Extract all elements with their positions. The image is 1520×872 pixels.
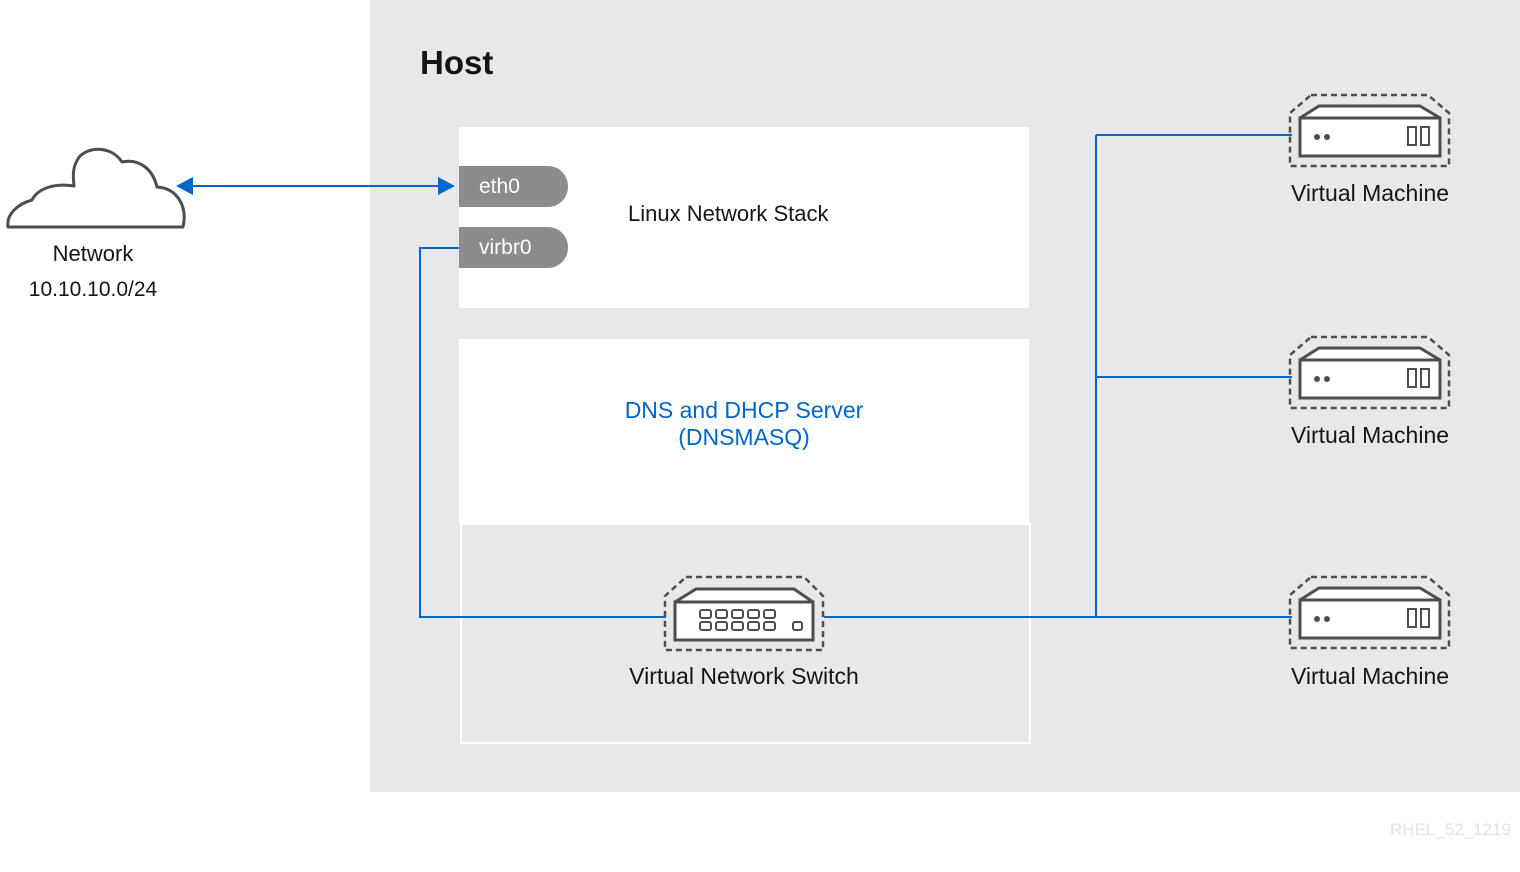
server-icon xyxy=(1288,575,1451,650)
virbr0-switch-link xyxy=(419,247,666,618)
virtual-switch-label: Virtual Network Switch xyxy=(629,663,859,689)
vm-label: Virtual Machine xyxy=(1290,422,1450,448)
arrowhead-left xyxy=(176,177,193,195)
host-title: Host xyxy=(420,44,494,81)
network-cidr: 10.10.10.0/24 xyxy=(28,278,158,301)
dns-dhcp-server-box xyxy=(459,339,1029,523)
cloud-icon xyxy=(6,147,186,229)
dns-dhcp-title: DNS and DHCP Server xyxy=(624,397,864,423)
linux-network-stack-label: Linux Network Stack xyxy=(628,201,829,226)
linux-network-stack-box xyxy=(459,127,1029,308)
vm-label: Virtual Machine xyxy=(1290,180,1450,206)
interface-virbr0: virbr0 xyxy=(459,227,568,268)
server-icon xyxy=(1288,93,1451,168)
vm-label: Virtual Machine xyxy=(1290,663,1450,689)
server-icon xyxy=(1288,335,1451,410)
network-switch-icon xyxy=(663,575,825,652)
dns-dhcp-subtitle: (DNSMASQ) xyxy=(678,424,810,450)
watermark: RHEL_52_1219 xyxy=(1390,820,1511,839)
interface-eth0: eth0 xyxy=(459,166,568,207)
network-label: Network xyxy=(52,241,134,266)
dns-dhcp-server-label: DNS and DHCP Server (DNSMASQ) xyxy=(459,397,1029,451)
arrowhead-right xyxy=(438,177,455,195)
